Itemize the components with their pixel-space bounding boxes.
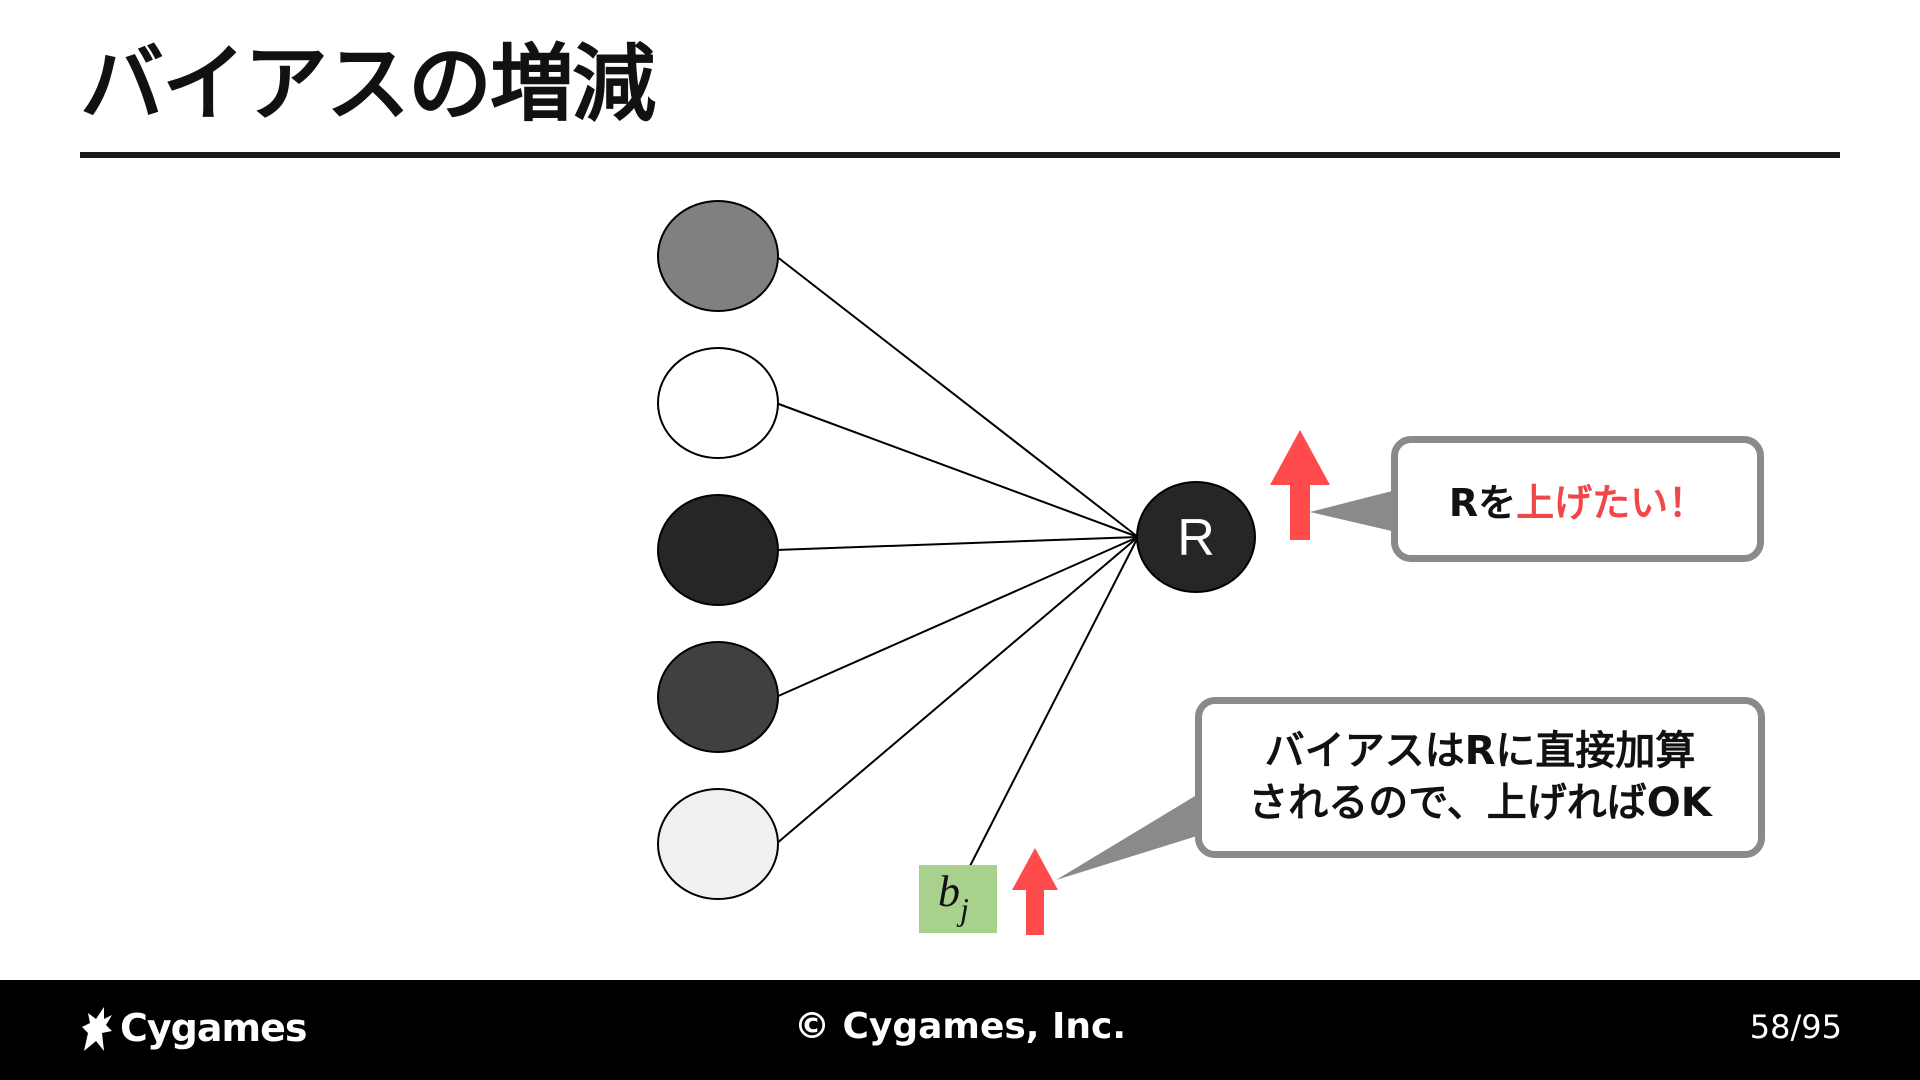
callout-bias-explanation: バイアスはRに直接加算 されるので、上げればOK xyxy=(1195,697,1765,858)
output-node-r xyxy=(1136,481,1256,593)
cygames-logo-icon xyxy=(82,1007,112,1051)
input-node-4 xyxy=(657,641,779,753)
callout-raise-r: Rを上げたい！ xyxy=(1391,436,1764,562)
edge-input-3 xyxy=(775,536,1139,551)
callout-bias-line-1: バイアスはRに直接加算 xyxy=(1264,728,1696,775)
edge-bias xyxy=(969,536,1139,867)
bias-label: bj xyxy=(938,867,969,927)
input-nodes xyxy=(657,200,779,900)
callout-bias-line-2: されるので、上げればOK xyxy=(1248,779,1712,826)
title-divider xyxy=(80,152,1840,158)
edge-input-1 xyxy=(775,255,1139,538)
edge-input-5 xyxy=(775,536,1139,845)
callout-r-accent: 上げたい！ xyxy=(1516,480,1707,525)
callout-bias-pointer xyxy=(1056,793,1200,880)
footer-logo-text: Cygames xyxy=(120,1006,307,1050)
edge-input-4 xyxy=(775,536,1139,698)
increase-arrow-r-icon xyxy=(1270,430,1330,540)
input-node-1 xyxy=(657,200,779,312)
input-node-3 xyxy=(657,494,779,606)
callout-r-pointer xyxy=(1310,490,1396,532)
input-node-5 xyxy=(657,788,779,900)
footer-copyright: © Cygames, Inc. xyxy=(793,1006,1127,1047)
edge-input-2 xyxy=(775,402,1139,538)
input-node-2 xyxy=(657,347,779,459)
callout-r-prefix: Rを xyxy=(1448,480,1517,525)
bias-node xyxy=(919,865,997,933)
footer-bar: Cygames © Cygames, Inc. 58/95 xyxy=(0,980,1920,1080)
output-node-label: R xyxy=(1177,509,1215,567)
bias-label-base: b xyxy=(938,867,960,916)
bias-label-sub: j xyxy=(956,891,969,927)
connection-edges xyxy=(775,255,1139,867)
page-title: バイアスの増減 xyxy=(80,35,656,133)
footer-logo: Cygames xyxy=(78,1000,307,1056)
page-number: 58/95 xyxy=(1749,1008,1842,1046)
neural-network-diagram: R bj xyxy=(657,200,1396,935)
increase-arrow-bias-icon xyxy=(1012,848,1058,935)
